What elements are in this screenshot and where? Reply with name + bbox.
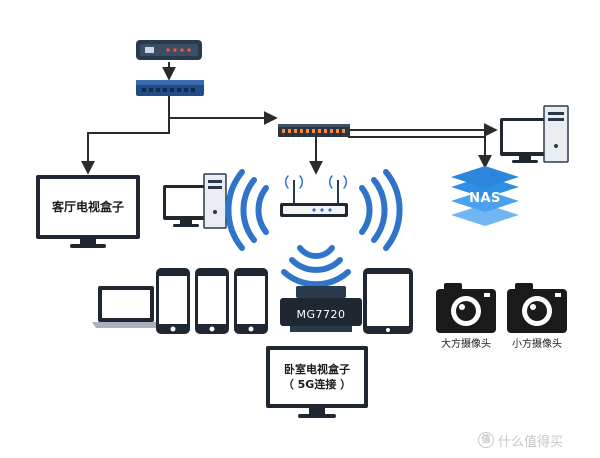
gateway-router-icon [136, 80, 204, 96]
bedroom-tv-box-label-line1: 卧室电视盒子 [284, 363, 350, 376]
tablet-icon [363, 268, 413, 334]
nas-icon [451, 166, 519, 226]
laptop-icon [92, 286, 160, 328]
printer-model-label: MG7720 [296, 307, 346, 321]
smartphone-icon [156, 268, 190, 334]
living-room-tv-box-label: 客厅电视盒子 [51, 199, 124, 214]
network-switch-icon [278, 124, 350, 137]
bedroom-tv-box-label: 卧室电视盒子 （ 5G连接 ） [272, 352, 362, 402]
wifi-signal-waves [225, 169, 403, 288]
camera-large-icon [436, 283, 496, 333]
line-switch-to-nas [348, 136, 492, 169]
camera-small-icon [507, 283, 567, 333]
camera-large-label: 大方摄像头 [441, 339, 491, 350]
bedroom-tv-icon [266, 346, 368, 418]
bedroom-tv-box-label-line2: （ 5G连接 ） [282, 378, 352, 391]
watermark-logo-icon: 值 [478, 432, 494, 448]
nas-label: NAS [469, 190, 501, 206]
printer-icon [280, 286, 362, 332]
camera-small-label: 小方摄像头 [512, 339, 562, 350]
watermark-text: 什么值得买 [498, 434, 564, 450]
watermark: 值 什么值得买 [478, 430, 563, 450]
desktop-pc-right-icon [500, 105, 569, 163]
wifi-router-icon [280, 180, 348, 217]
modem-icon [136, 40, 202, 60]
connector-lines [81, 62, 498, 175]
desktop-pc-icon [163, 173, 227, 229]
smartphone-icon [234, 268, 268, 334]
smartphone-icon [195, 268, 229, 334]
living-room-tv-icon [36, 175, 140, 248]
line-router-to-living-tv [81, 96, 170, 175]
